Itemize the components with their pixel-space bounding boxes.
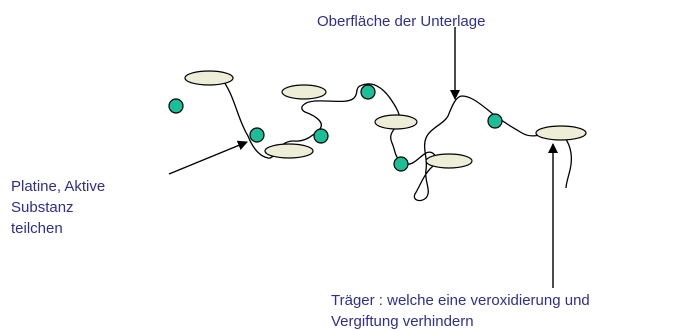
active-particle [168, 98, 184, 114]
active-particle [249, 127, 265, 143]
platinum-label-line: Substanz [11, 199, 74, 216]
carrier-label: Träger : welche eine veroxidierung und V… [331, 290, 590, 330]
active-particle [487, 113, 503, 129]
arrow-to-particle [168, 140, 248, 175]
carrier-oval [281, 84, 327, 100]
platinum-label-line: teilchen [11, 220, 63, 237]
carrier-oval [535, 125, 587, 141]
carrier-oval [264, 143, 314, 159]
platinum-particle-label: Platine, Aktive Substanz teilchen [11, 176, 105, 239]
carrier-label-line: Träger : welche eine veroxidierung und [331, 292, 590, 309]
active-particle [360, 84, 376, 100]
carrier-label-line: Vergiftung verhindern [331, 313, 474, 330]
surface-label: Oberfläche der Unterlage [317, 13, 486, 30]
support-surface-curve [186, 74, 572, 202]
active-particle [313, 128, 329, 144]
carrier-oval [184, 70, 234, 86]
carrier-oval [374, 114, 418, 130]
active-particle [393, 156, 409, 172]
carrier-oval [425, 153, 473, 169]
platinum-label-line: Platine, Aktive [11, 178, 106, 195]
